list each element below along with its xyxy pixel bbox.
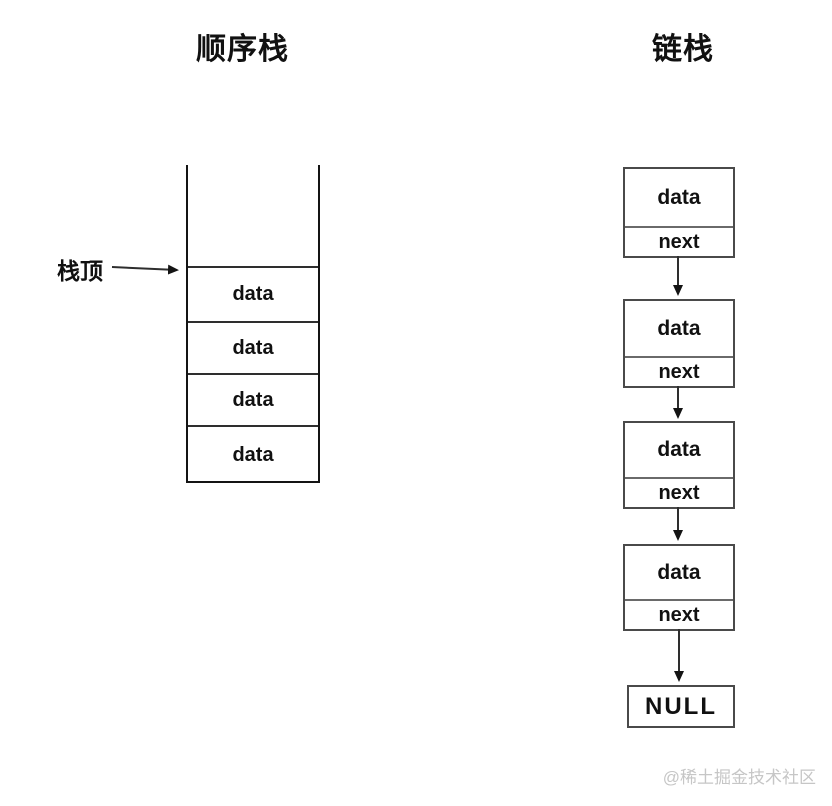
watermark: @稀土掘金技术社区 <box>662 768 816 787</box>
node-next-field: next <box>658 230 700 253</box>
node-next-field: next <box>658 481 700 504</box>
node-next-field: next <box>658 360 700 383</box>
seq-stack-cell: data <box>188 373 318 425</box>
linked-node: data next <box>623 299 735 388</box>
sequential-stack-title: 顺序栈 <box>196 33 289 66</box>
seq-stack-cell: data <box>188 425 318 483</box>
node-data-field: data <box>625 423 733 479</box>
stack-top-arrow <box>111 264 179 275</box>
linked-node: data next <box>623 544 735 631</box>
node-next-field: next <box>658 603 700 626</box>
node-data-field: data <box>625 169 733 228</box>
stack-top-label: 栈顶 <box>57 258 103 284</box>
sequential-stack-container: data data data data <box>186 165 320 483</box>
null-terminator: NULL <box>627 685 735 728</box>
node-data-field: data <box>625 546 733 601</box>
node-data-field: data <box>625 301 733 358</box>
seq-stack-cell: data <box>188 266 318 321</box>
linked-stack-title: 链栈 <box>652 33 714 66</box>
seq-stack-cell: data <box>188 321 318 373</box>
linked-node: data next <box>623 421 735 509</box>
linked-node: data next <box>623 167 735 258</box>
